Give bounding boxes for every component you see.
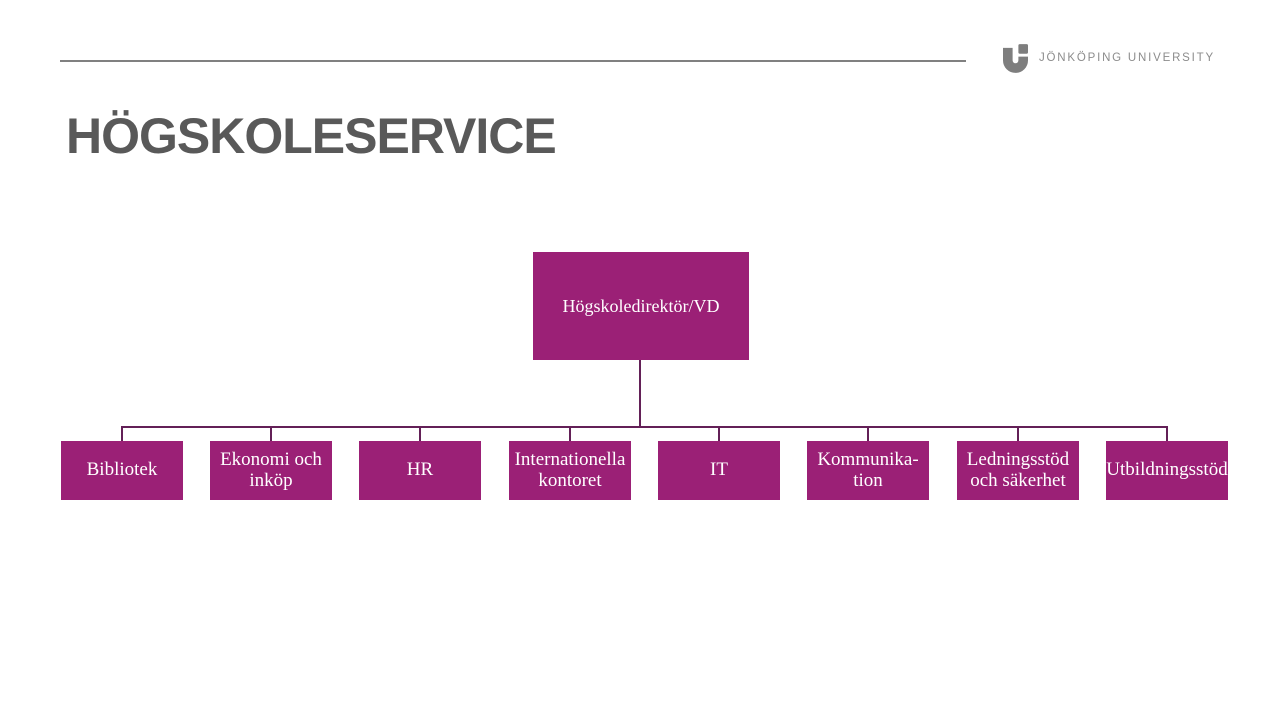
page-title: HÖGSKOLESERVICE <box>66 108 557 164</box>
jonkoping-university-logo-icon <box>1003 43 1028 74</box>
org-node-label: Bibliotek <box>86 459 158 481</box>
connector-stub-bibliotek <box>121 426 123 441</box>
connector-stub-kommunikation <box>867 426 869 441</box>
connector-stub-ekonomi <box>270 426 272 441</box>
university-logo-text: JÖNKÖPING UNIVERSITY <box>1039 52 1215 64</box>
org-node-internationella-kontoret: Internationella kontoret <box>509 441 631 500</box>
org-node-label: Ledningsstöd och säkerhet <box>966 449 1070 491</box>
org-node-label: Internationella kontoret <box>514 449 626 491</box>
connector-stub-ledningsstod <box>1017 426 1019 441</box>
connector-stub-utbildningsstod <box>1166 426 1168 441</box>
connector-root-drop <box>639 360 641 426</box>
org-node-label: Högskoledirektör/VD <box>562 295 720 316</box>
org-node-kommunikation: Kommunika- tion <box>807 441 929 500</box>
university-logo: JÖNKÖPING UNIVERSITY <box>1003 42 1215 74</box>
org-node-bibliotek: Bibliotek <box>61 441 183 500</box>
org-node-label: IT <box>710 459 728 481</box>
org-node-ledningsstod-och-sakerhet: Ledningsstöd och säkerhet <box>957 441 1079 500</box>
connector-stub-internationella <box>569 426 571 441</box>
connector-stub-it <box>718 426 720 441</box>
org-node-ekonomi-och-inkop: Ekonomi och inköp <box>210 441 332 500</box>
org-node-utbildningsstod: Utbildningsstöd <box>1106 441 1228 500</box>
org-node-hr: HR <box>359 441 481 500</box>
org-node-hogskoledirektor-vd: Högskoledirektör/VD <box>533 252 749 360</box>
connector-stub-hr <box>419 426 421 441</box>
header-divider <box>60 60 966 62</box>
org-node-it: IT <box>658 441 780 500</box>
org-node-label: Ekonomi och inköp <box>220 449 322 491</box>
org-node-label: HR <box>406 459 434 481</box>
org-node-label: Utbildningsstöd <box>1106 459 1228 481</box>
org-node-label: Kommunika- tion <box>817 449 919 491</box>
connector-horizontal-bus <box>121 426 1168 428</box>
